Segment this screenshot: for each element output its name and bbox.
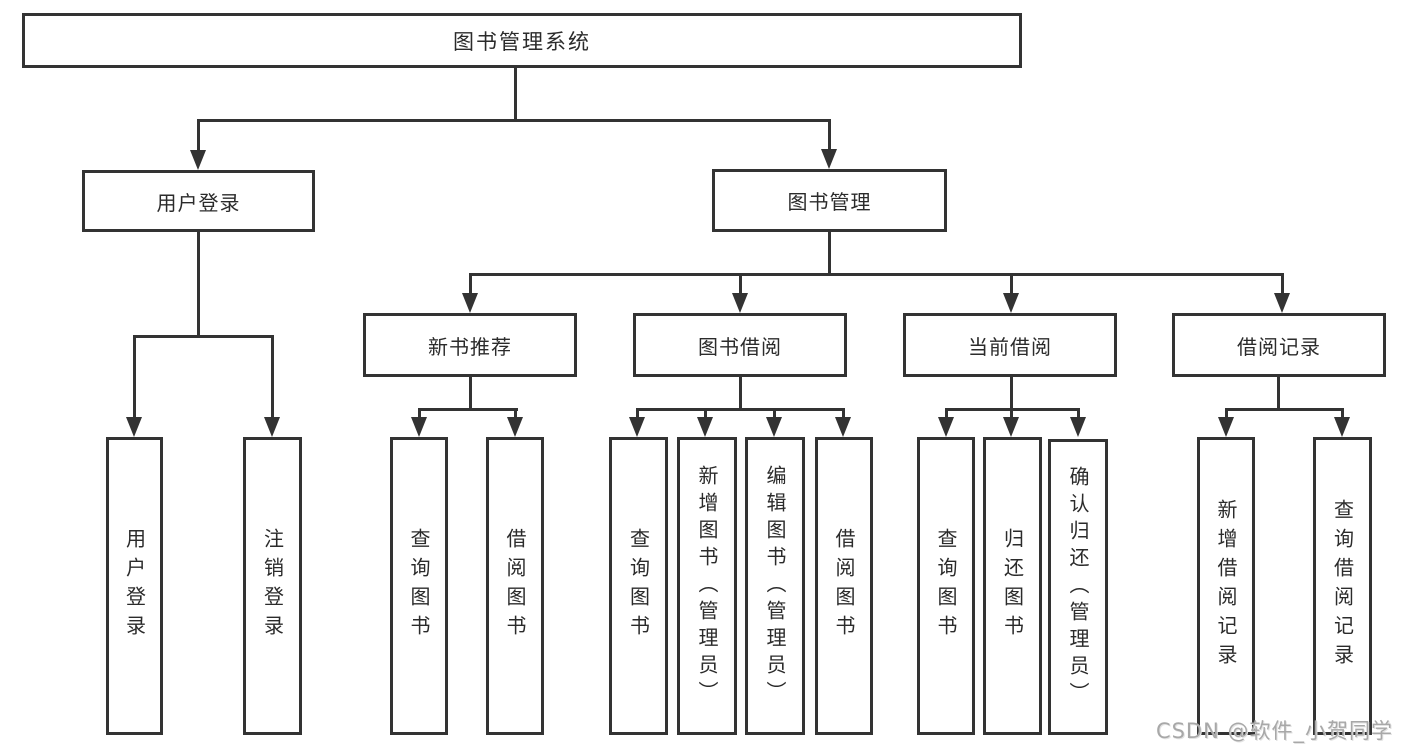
arrowhead (629, 417, 645, 437)
connector-drop (1010, 408, 1013, 420)
node-label: 确认归还（管理员） (1066, 465, 1090, 709)
node-borrow-books-1: 借阅图书 (486, 437, 544, 735)
connector-login-branch (133, 335, 274, 338)
node-logout: 注销登录 (243, 437, 302, 735)
arrowhead (190, 150, 206, 170)
arrowhead (1218, 417, 1234, 437)
connector-stem (739, 377, 742, 411)
node-label: 用户登录 (156, 190, 241, 215)
arrowhead (507, 417, 523, 437)
connector-drop (636, 408, 639, 420)
node-label: 新书推荐 (428, 334, 512, 359)
connector-drop (739, 273, 742, 297)
node-return-books: 归还图书 (983, 437, 1042, 735)
arrowhead (462, 293, 478, 313)
node-user-login: 用户登录 (82, 170, 315, 232)
arrowhead (1003, 417, 1019, 437)
arrowhead (766, 417, 782, 437)
node-label: 编辑图书（管理员） (763, 464, 787, 708)
node-confirm-return-admin: 确认归还（管理员） (1048, 439, 1108, 735)
connector-mgmt-branch (469, 273, 1284, 276)
arrowhead (126, 417, 142, 437)
connector-drop (842, 408, 845, 420)
csdn-watermark: CSDN @软件_小贺同学 (1155, 719, 1393, 743)
connector-drop (469, 273, 472, 297)
node-book-borrow: 图书借阅 (633, 313, 847, 377)
connector-drop (1077, 408, 1080, 420)
connector-drop (1281, 273, 1284, 297)
node-label: 查询图书 (407, 528, 431, 644)
connector-stem (1010, 377, 1013, 411)
connector-branch (1225, 408, 1344, 411)
connector-drop (945, 408, 948, 420)
arrowhead (1274, 293, 1290, 313)
node-label: 查询图书 (934, 528, 958, 644)
node-label: 归还图书 (1000, 528, 1025, 644)
node-edit-book-admin: 编辑图书（管理员） (745, 437, 805, 735)
connector-stem (469, 377, 472, 411)
node-add-book-admin: 新增图书（管理员） (677, 437, 737, 735)
node-borrow-books-2: 借阅图书 (815, 437, 873, 735)
node-label: 用户登录 (122, 528, 147, 644)
connector-drop (828, 119, 831, 152)
connector-drop (418, 408, 421, 420)
node-query-books-2: 查询图书 (609, 437, 668, 735)
connector-drop (133, 335, 136, 419)
node-query-books-3: 查询图书 (917, 437, 975, 735)
node-label: 借阅记录 (1237, 334, 1321, 359)
node-label: 查询图书 (626, 528, 651, 644)
connector-drop (704, 408, 707, 420)
node-label: 图书管理系统 (453, 29, 591, 54)
node-label: 当前借阅 (968, 334, 1052, 359)
node-query-books-1: 查询图书 (390, 437, 448, 735)
connector-drop (271, 335, 274, 419)
arrowhead (1070, 417, 1086, 437)
arrowhead (732, 293, 748, 313)
connector-mgmt-stem (828, 232, 831, 276)
arrowhead (1334, 417, 1350, 437)
node-query-borrow-record: 查询借阅记录 (1313, 437, 1372, 735)
connector-drop (514, 408, 517, 420)
connector-stem (1277, 377, 1280, 411)
arrowhead (264, 417, 280, 437)
arrowhead (697, 417, 713, 437)
arrowhead (821, 149, 837, 169)
node-root: 图书管理系统 (22, 13, 1022, 68)
connector-login-stem (197, 232, 200, 338)
node-label: 图书管理 (787, 190, 872, 214)
node-book-management: 图书管理 (712, 169, 947, 232)
node-label: 新增借阅记录 (1214, 499, 1238, 673)
connector-drop (773, 408, 776, 420)
connector-branch (418, 408, 518, 411)
connector-root-stem (514, 68, 517, 119)
node-label: 注销登录 (260, 528, 285, 644)
node-label: 新增图书（管理员） (695, 464, 719, 708)
arrowhead (938, 417, 954, 437)
connector-drop (1225, 408, 1228, 420)
node-current-borrow: 当前借阅 (903, 313, 1117, 377)
connector-drop (197, 119, 200, 153)
arrowhead (411, 417, 427, 437)
connector-drop (1341, 408, 1344, 420)
connector-drop (1010, 273, 1013, 297)
node-label: 借阅图书 (503, 528, 527, 644)
connector-root-branch (197, 119, 831, 122)
connector-branch (636, 408, 845, 411)
node-label: 图书借阅 (698, 334, 782, 359)
node-label: 借阅图书 (832, 528, 856, 644)
node-borrow-records: 借阅记录 (1172, 313, 1386, 377)
node-user-login-leaf: 用户登录 (106, 437, 163, 735)
node-new-book-recommend: 新书推荐 (363, 313, 577, 377)
node-label: 查询借阅记录 (1330, 499, 1355, 673)
node-add-borrow-record: 新增借阅记录 (1197, 437, 1255, 735)
arrowhead (1003, 293, 1019, 313)
arrowhead (835, 417, 851, 437)
